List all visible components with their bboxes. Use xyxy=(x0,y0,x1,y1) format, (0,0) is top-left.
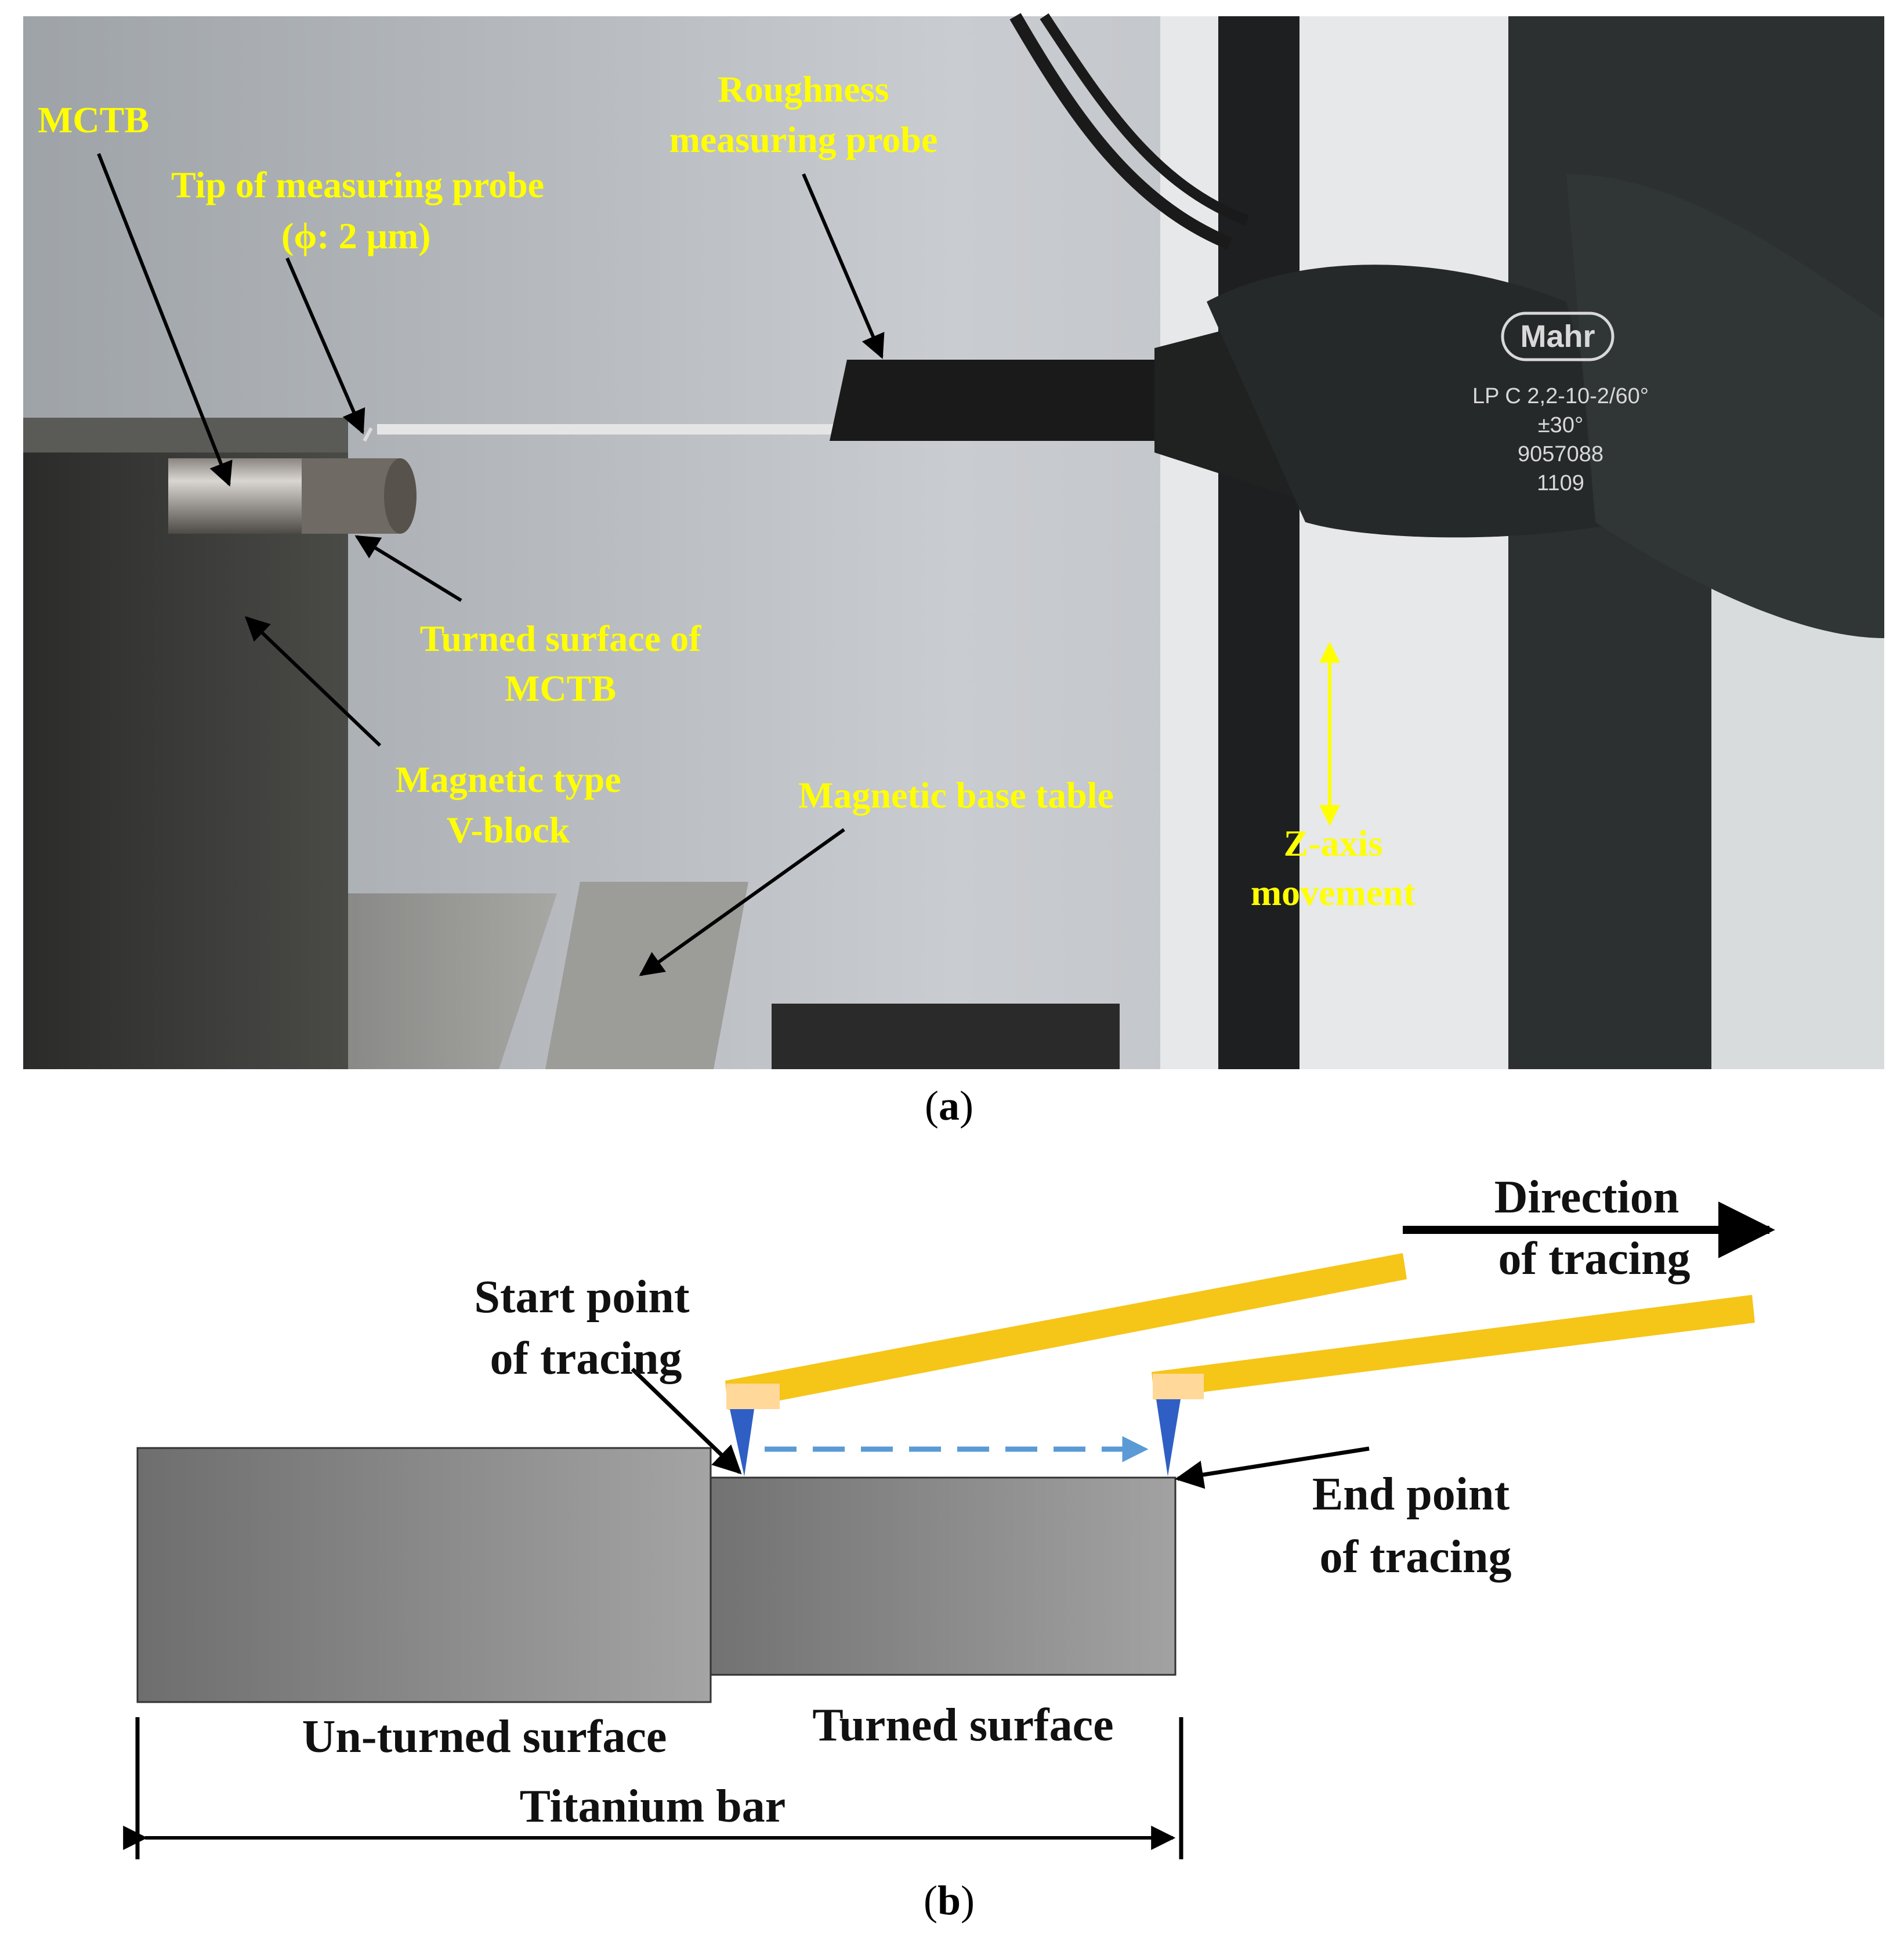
label-vblock-line2: V-block xyxy=(447,809,570,850)
label-vblock-line1: Magnetic type xyxy=(395,759,621,800)
label-mctb: MCTB xyxy=(38,99,149,140)
label-end-line2: of tracing xyxy=(1319,1532,1511,1583)
label-direction-line1: Direction xyxy=(1494,1172,1679,1223)
schematic-panel xyxy=(123,1201,1775,1859)
arrow-end xyxy=(1175,1446,1370,1489)
photo-labels: MCTB Tip of measuring probe (ϕ: 2 μm) Ro… xyxy=(38,68,1416,913)
device-model: LP C 2,2-10-2/60° xyxy=(1472,384,1649,408)
label-zaxis-line2: movement xyxy=(1251,872,1416,913)
caption-b: (b) xyxy=(924,1877,975,1924)
label-base-table: Magnetic base table xyxy=(798,774,1114,816)
arrow-base-table xyxy=(639,828,845,976)
stylus-end xyxy=(1152,1295,1755,1400)
arrow-probe xyxy=(802,173,885,359)
device-serial: 9057088 xyxy=(1518,442,1603,466)
turned-bar xyxy=(710,1476,1177,1676)
arrow-vblock xyxy=(244,616,382,747)
arrow-tip xyxy=(285,257,365,435)
device-logo: Mahr xyxy=(1520,319,1595,354)
unturned-bar xyxy=(136,1447,712,1703)
label-turned: Turned surface xyxy=(812,1700,1113,1751)
label-turned-line2: MCTB xyxy=(505,668,616,709)
label-direction-line2: of tracing xyxy=(1498,1233,1690,1284)
arrow-mctb xyxy=(97,153,233,487)
label-zaxis-line1: Z-axis xyxy=(1284,823,1383,864)
arrow-start xyxy=(631,1367,742,1475)
device-code: 1109 xyxy=(1537,471,1584,495)
stylus-tip-start xyxy=(730,1409,754,1476)
schematic-labels: Direction of tracing Start point of trac… xyxy=(302,1172,1691,1832)
device-angle: ±30° xyxy=(1538,413,1583,437)
label-unturned: Un-turned surface xyxy=(302,1711,667,1762)
caption-a: (a) xyxy=(925,1083,973,1129)
label-start-line1: Start point xyxy=(474,1272,689,1323)
label-start-line2: of tracing xyxy=(490,1333,682,1384)
stylus-tip-end xyxy=(1156,1399,1181,1476)
arrow-turned-surface xyxy=(354,535,462,602)
photo-panel: Mahr LP C 2,2-10-2/60° ±30° 9057088 1109 xyxy=(23,13,1884,1069)
label-probe-line2: measuring probe xyxy=(669,119,938,160)
label-end-line1: End point xyxy=(1312,1469,1510,1520)
label-probe-line1: Roughness xyxy=(718,68,889,110)
photo-arrows xyxy=(97,153,1340,976)
label-tip-line1: Tip of measuring probe xyxy=(171,164,544,205)
label-tip-line2: (ϕ: 2 μm) xyxy=(281,215,430,256)
label-turned-line1: Turned surface of xyxy=(420,618,701,659)
label-titanium: Titanium bar xyxy=(520,1781,786,1832)
stylus-start xyxy=(725,1253,1407,1410)
